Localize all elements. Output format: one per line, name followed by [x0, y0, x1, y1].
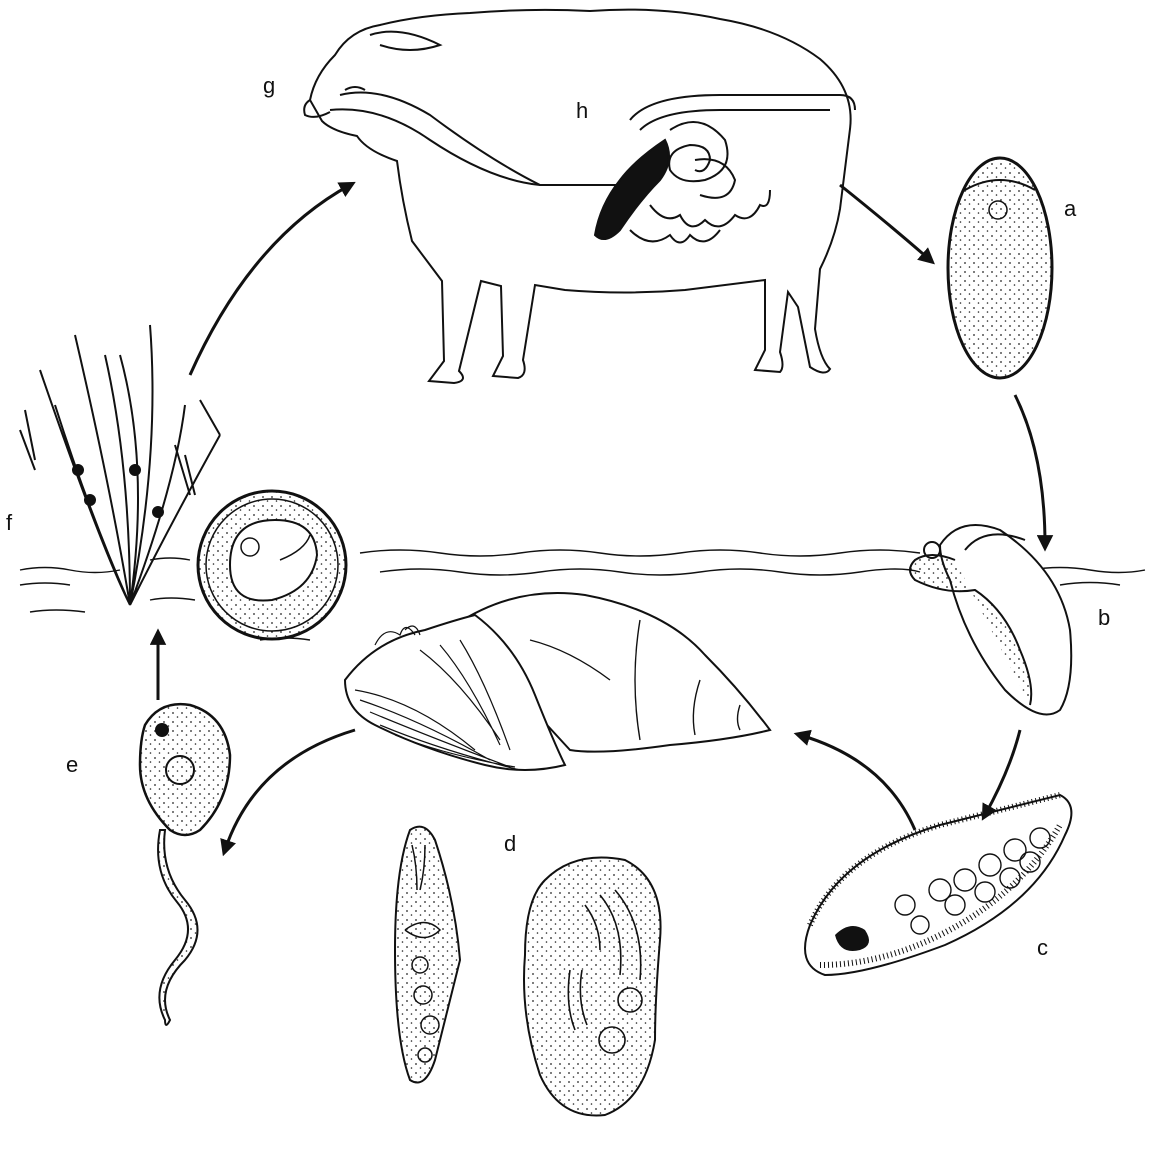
label-b: b	[1098, 605, 1110, 630]
sheep-host-icon	[304, 10, 855, 383]
label-e: e	[66, 752, 78, 777]
arrow-snail-to-e	[225, 730, 355, 850]
ciliated-miracidium-icon	[805, 795, 1071, 975]
arrow-f-to-g	[190, 185, 350, 375]
label-d: d	[504, 831, 516, 856]
redia-elongate-icon	[395, 827, 460, 1083]
grass-and-metacercaria-icon	[20, 325, 220, 605]
arrow-g-to-a	[840, 185, 930, 260]
label-a: a	[1064, 196, 1077, 221]
label-f: f	[6, 510, 13, 535]
snail-and-rediae-icon	[345, 593, 770, 770]
arrow-b-to-c	[985, 730, 1020, 815]
egg-icon	[948, 158, 1052, 378]
liver-and-gut-icon	[595, 140, 669, 239]
label-h: h	[576, 98, 588, 123]
label-g: g	[263, 73, 275, 98]
cercaria-icon	[140, 704, 230, 1025]
redia-oval-icon	[524, 858, 661, 1116]
arrow-a-to-b	[1015, 395, 1045, 545]
hatching-miracidium-icon	[910, 525, 1071, 715]
metacercaria-cyst-icon	[198, 491, 346, 639]
label-c: c	[1037, 935, 1048, 960]
arrow-c-to-snail	[800, 735, 915, 830]
